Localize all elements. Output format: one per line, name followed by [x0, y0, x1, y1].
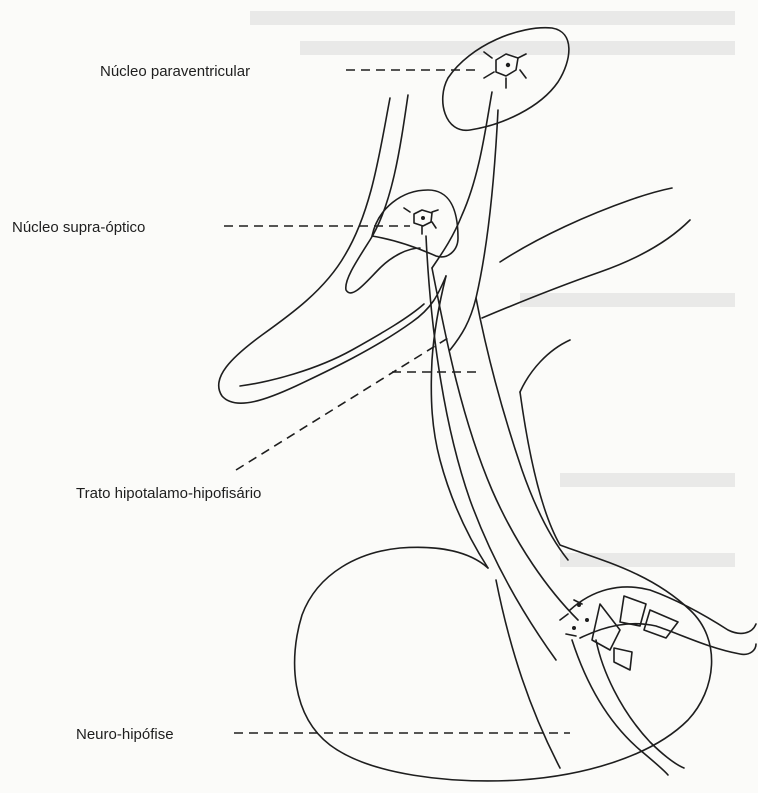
- supraoptic-neuron-icon: [404, 208, 438, 234]
- label-neurohypophysis: Neuro-hipófise: [76, 726, 174, 743]
- label-paraventricular: Núcleo paraventricular: [100, 63, 250, 80]
- paraventricular-nucleus: [432, 28, 569, 268]
- label-tract: Trato hipotalamo-hipofisário: [76, 485, 261, 502]
- background-bleed-through: [250, 18, 735, 560]
- capillary-network: [560, 587, 756, 775]
- leader-lines: [224, 70, 570, 733]
- label-supraoptic: Núcleo supra-óptico: [12, 219, 145, 236]
- paraventricular-neuron-icon: [484, 52, 526, 88]
- leader-tract: [236, 338, 448, 470]
